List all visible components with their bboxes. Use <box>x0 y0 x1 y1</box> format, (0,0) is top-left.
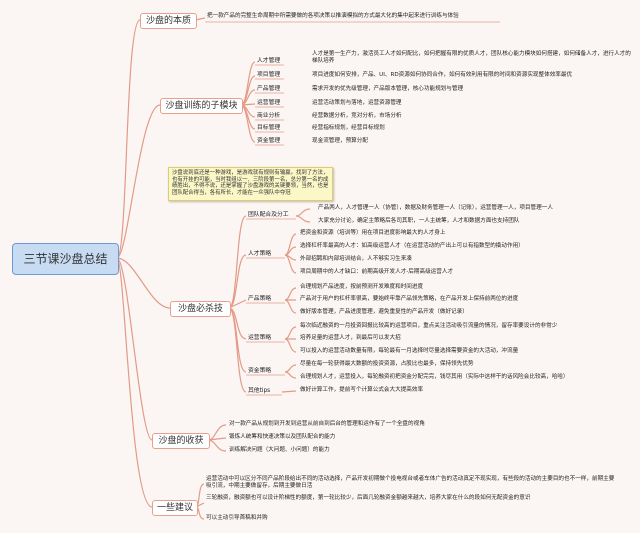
product-item-3: 做好版本管理，产品进度管理，避免重复性的产品开发（做好记录） <box>300 309 468 315</box>
team-item-1: 产品两人，人才管理一人（协管），数据及财务管理一人（记账），运营管理一人，项目管… <box>318 205 553 211</box>
module-product[interactable]: 产品管理 <box>257 86 281 92</box>
talent-item-3: 外部招聘和内部培训结合，人不够实习生来凑 <box>300 256 412 262</box>
module-project[interactable]: 项目管理 <box>257 72 281 78</box>
ops-item-2: 培养足量的运营人才，到最后可以发大招 <box>300 335 401 341</box>
branch-gains[interactable]: 沙盘的收获 <box>152 433 210 449</box>
tactic-team[interactable]: 团队配合及分工 <box>248 212 289 218</box>
branch-tactics[interactable]: 沙盘必杀技 <box>170 301 231 317</box>
advice-item-3: 可以主动引导首稿和并购 <box>206 515 268 521</box>
module-goal-desc: 经营指标规划，经营目标规划 <box>312 125 385 131</box>
module-product-desc: 需求开发的优先级管理，产品版本管理，核心功能规划与管理 <box>312 86 464 92</box>
tactic-operations[interactable]: 运营策略 <box>248 335 272 341</box>
module-business[interactable]: 商业分析 <box>257 113 281 119</box>
callout-note: 沙盘说到底还是一种游戏，是游戏就有规则有输赢。找到了方法，也有开挂的可能，当时我… <box>168 167 333 201</box>
module-operations[interactable]: 运营管理 <box>257 100 281 106</box>
tactic-fund[interactable]: 资金策略 <box>248 368 272 374</box>
connector-advice <box>116 257 153 508</box>
branch-advice[interactable]: 一些建议 <box>152 500 198 516</box>
module-talent-desc: 人才是第一生产力，激活员工人才如何配比，如何把握有限的优质人才，团队核心能力模块… <box>312 51 631 64</box>
fund-item-1: 尽量在每一轮获得最大数额的投资资源，占股比也最多，保持领先优势 <box>300 361 474 367</box>
talent-item-2: 选择杠杆率最高的人才：如高级运营人才（在运营活动的产出上可以有指数型的撬动作用） <box>300 243 524 249</box>
tips-item-1: 做好计算工作，提前写个计算公式会大大提高效率 <box>300 387 424 393</box>
branch-essence[interactable]: 沙盘的本质 <box>140 13 197 29</box>
tactic-tips[interactable]: 其他tips <box>248 388 271 394</box>
essence-text: 把一款产品的完整生命周期中所需要做的各项决策以推演模拟的方式最大化的集中起来进行… <box>207 13 459 19</box>
connector-essence <box>116 19 141 259</box>
connector-tactics <box>116 257 171 309</box>
advice-item-2: 三轮融资，融资额也可以设计阶梯性的额度，第一轮比较少，后面几轮融资金额越来越大，… <box>206 495 531 501</box>
module-goal[interactable]: 目标管理 <box>257 125 281 131</box>
team-item-2: 大家充分讨论，确定主策略后各司其职，一人主统筹，人才和数据方面也支持团队 <box>318 218 520 224</box>
root-topic[interactable]: 三节课沙盘总结 <box>12 243 119 275</box>
connector-modules <box>116 104 161 259</box>
fund-item-2: 合理规划人才，运营投入，每轮融资初把资金分配完完，钱尽其用（实际中这样干的话风险… <box>300 374 569 380</box>
module-fund-desc: 现金流管理，预算分配 <box>312 138 368 144</box>
module-talent[interactable]: 人才管理 <box>257 58 281 64</box>
ops-item-3: 可以投入的运营活动数量有限，每轮最有一月选择时尽量选择需要资金的大活动，冲流量 <box>300 348 519 354</box>
branch-modules[interactable]: 沙盘训练的子模块 <box>160 98 243 114</box>
tactic-product[interactable]: 产品策略 <box>248 296 272 302</box>
module-operations-desc: 运营活动策划与落地，运营资源管理 <box>312 100 402 106</box>
module-project-desc: 项目进度如何安排，产品、UI、RD资源如何协同合作，如何有效利用有限的时间和资源… <box>312 72 573 78</box>
product-item-1: 合理规划产品进度，按前预测开发难度和时间进度 <box>300 284 424 290</box>
module-fund[interactable]: 资金管理 <box>257 138 281 144</box>
talent-item-4: 项目周期中的人才缺口：前期高级开发人才-后期高级运营人才 <box>300 269 454 275</box>
connector-gains <box>116 257 153 441</box>
tactic-talent[interactable]: 人才策略 <box>248 251 272 257</box>
module-business-desc: 经营数据分析，竞对分析，市场分析 <box>312 113 402 119</box>
talent-item-1: 把资金和资源（培训等）用在项目进度影响最大的人才身上 <box>300 230 446 236</box>
product-item-2: 产品对于用户的杠杆率很高，要始终牢靠产品领先策略，在产品开发上保持前两位的进度 <box>300 296 519 302</box>
gains-item-1: 对一款产品从规划到开发到运营从前自到后台的管理和运作有了一个全盘的视角 <box>229 421 425 427</box>
advice-item-1: 运营活动中可以区分不同产品阶段给出不同的活动选择，产品开发初期做个投电视台或者车… <box>206 476 615 489</box>
gains-item-2: 锻炼人统筹和快速决策以及团队配合的能力 <box>229 434 336 440</box>
gains-item-3: 训练解决问题（大问题、小问题）的能力 <box>229 447 330 453</box>
ops-item-1: 每次临近融资的一月投资回报比较高的运营项目，重点关注活动吸引流量的情况，留存率要… <box>300 323 558 329</box>
